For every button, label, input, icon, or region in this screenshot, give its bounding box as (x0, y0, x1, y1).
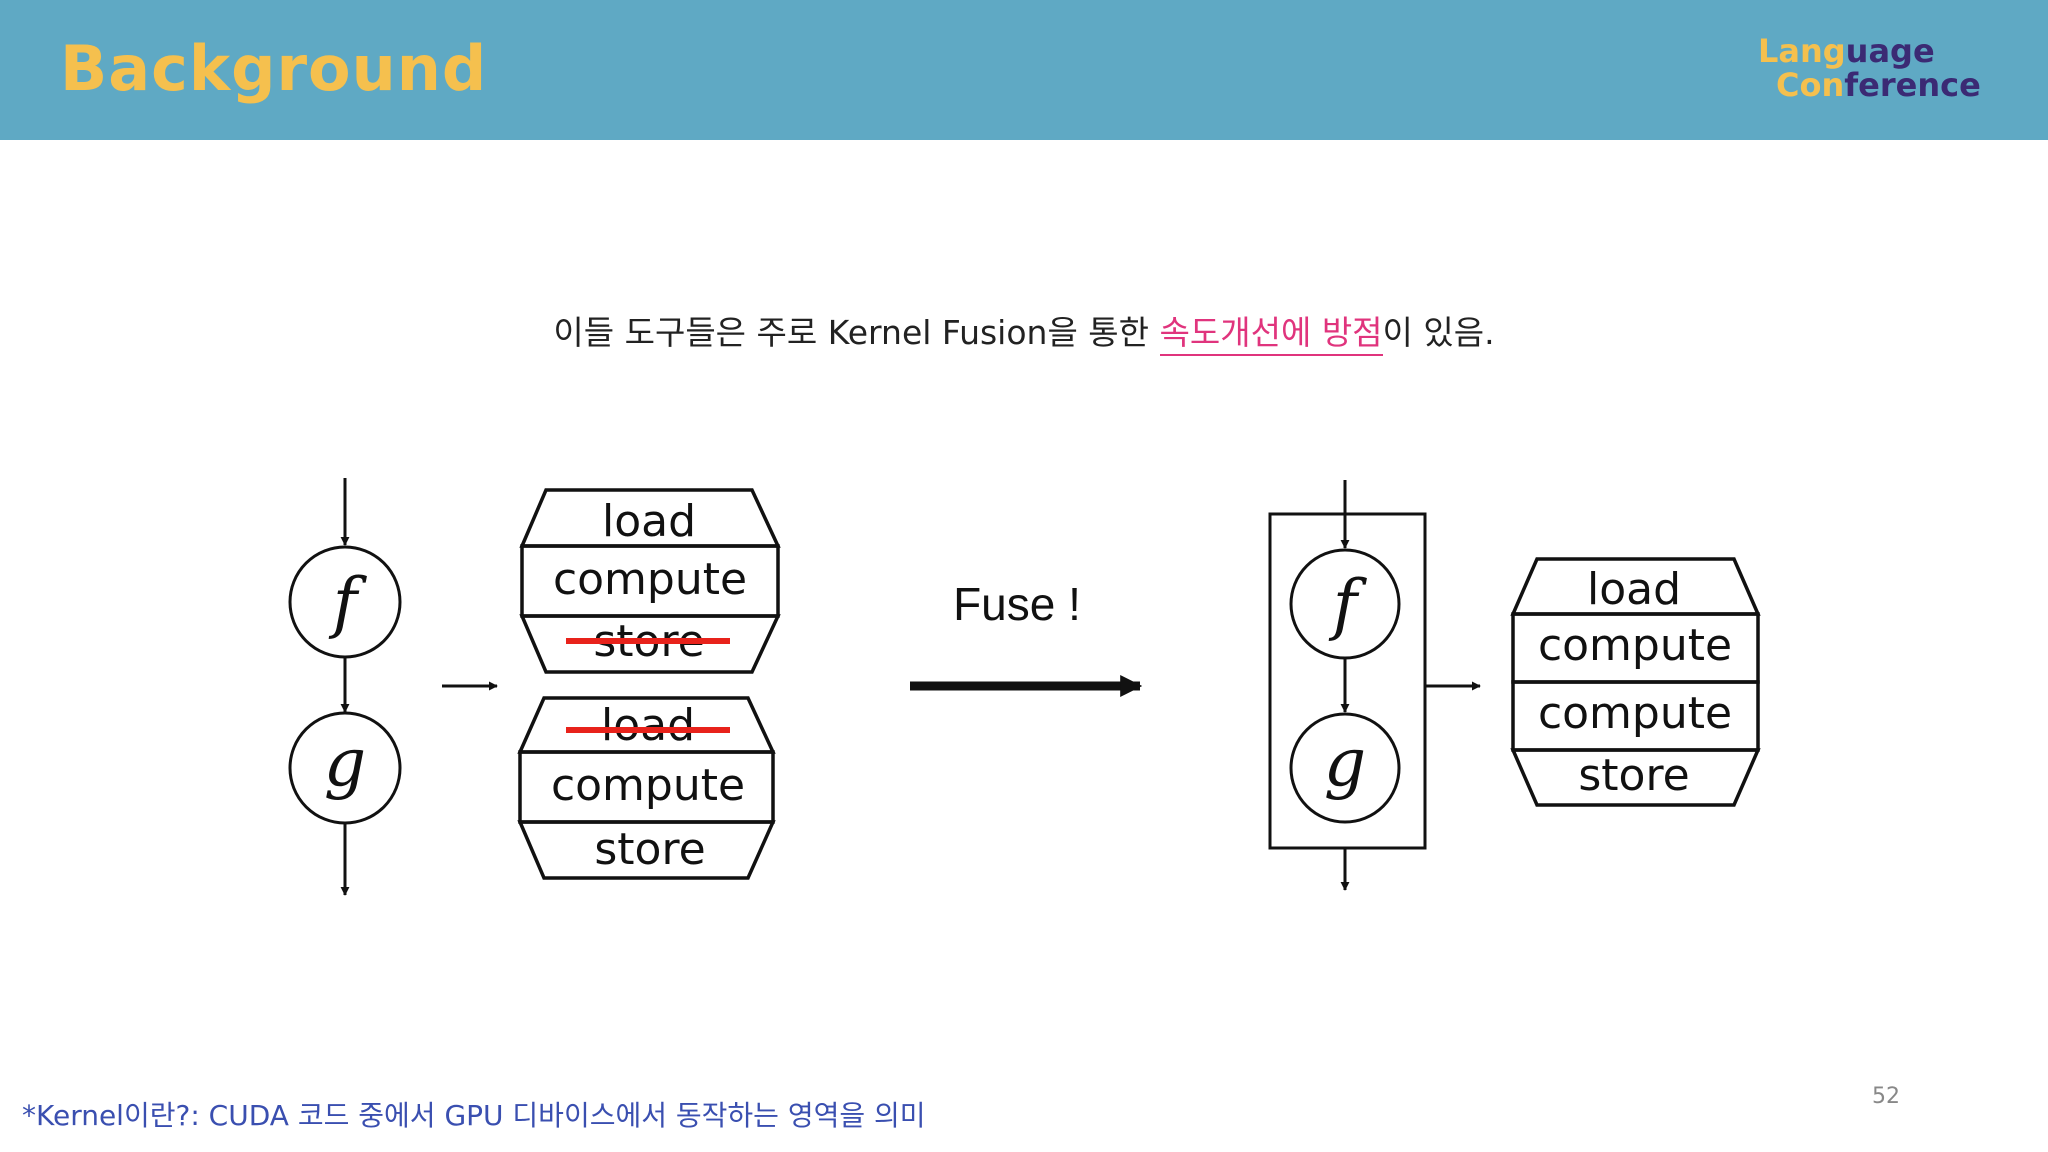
logo-text-1b: uage (1845, 32, 1935, 70)
fused-node-g (1289, 712, 1401, 824)
kernel1-load: load (602, 496, 696, 547)
header-bar: Background Language Conference (0, 0, 2048, 140)
fused-compute-2: compute (1538, 688, 1732, 739)
kernel1-compute: compute (553, 554, 747, 605)
node-g-label: g (324, 724, 366, 801)
fused-function-box (1268, 512, 1427, 850)
logo-text-1a: Lang (1758, 32, 1846, 70)
page-number: 52 (1872, 1084, 1900, 1109)
slide-title: Background (60, 32, 488, 105)
statement-text: 이들 도구들은 주로 Kernel Fusion을 통한 속도개선에 방점이 있… (0, 306, 2048, 356)
statement-before: 이들 도구들은 주로 Kernel Fusion을 통한 (553, 313, 1160, 352)
node-f-label: f (328, 564, 368, 641)
kernel2-store: store (594, 824, 705, 875)
logo-text-2a: Con (1776, 66, 1845, 104)
fused-kernel: load compute compute store (1510, 557, 1761, 807)
kernel-1: load compute store (519, 488, 781, 674)
fused-store: store (1578, 750, 1689, 801)
logo-text-2b: ference (1844, 66, 1981, 104)
fuse-label: Fuse ! (953, 578, 1081, 630)
fused-node-f-label: f (1328, 566, 1368, 643)
fused-node-g-label: g (1324, 724, 1366, 801)
kernel2-compute: compute (551, 760, 745, 811)
statement-after: 이 있음. (1382, 313, 1495, 352)
conference-logo: Language Conference (1758, 34, 1998, 102)
kernel2-load: load (601, 700, 695, 751)
fused-compute-1: compute (1538, 620, 1732, 671)
footnote: *Kernel이란?: CUDA 코드 중에서 GPU 디바이스에서 동작하는 … (22, 1099, 926, 1132)
fused-load: load (1587, 564, 1681, 615)
kernel-2: load compute store (517, 696, 776, 880)
statement-highlight: 속도개선에 방점 (1159, 313, 1383, 356)
